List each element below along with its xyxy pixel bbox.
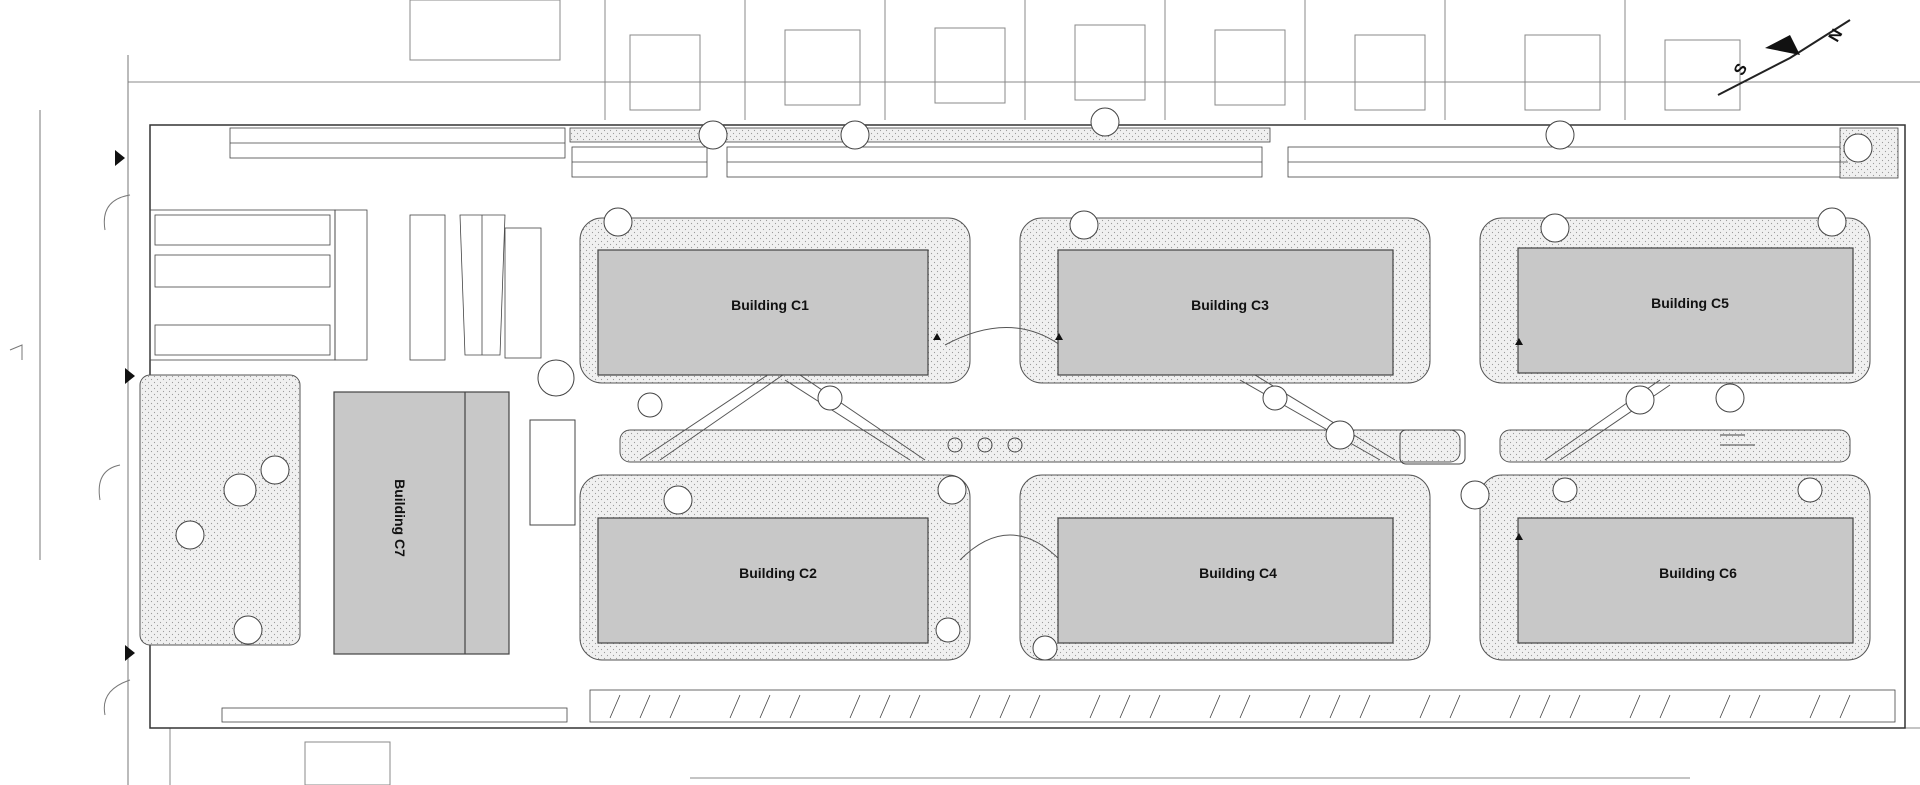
building-c5-label: Building C5 <box>1651 295 1729 311</box>
trees <box>175 107 1873 661</box>
building-c4-label: Building C4 <box>1199 565 1277 581</box>
compass-south-label: S <box>1731 61 1751 79</box>
building-c2: Building C2 <box>597 517 929 644</box>
building-c5: Building C5 <box>1517 247 1854 374</box>
building-c2-label: Building C2 <box>739 565 817 581</box>
building-c1: Building C1 <box>597 249 929 376</box>
entry-arrows <box>115 150 1523 661</box>
building-c6: Building C6 <box>1517 517 1854 644</box>
building-c6-label: Building C6 <box>1659 565 1737 581</box>
building-c3-label: Building C3 <box>1191 297 1269 313</box>
buildings: Building C1 Building C3 Building C5 Buil… <box>333 247 1854 655</box>
top-parking <box>229 127 1899 179</box>
left-street <box>9 55 131 785</box>
north-arrow-icon: S N <box>1717 19 1851 96</box>
neighbouring-lots-bottom <box>150 727 1920 785</box>
site-furniture <box>529 419 1755 526</box>
building-c7-label: Building C7 <box>392 479 408 557</box>
building-c7: Building C7 <box>333 391 510 655</box>
building-c1-label: Building C1 <box>731 297 809 313</box>
neighbouring-lots <box>128 0 1920 120</box>
bottom-parking <box>221 689 1896 723</box>
compass-north-label: N <box>1826 26 1847 45</box>
building-c4: Building C4 <box>1057 517 1394 644</box>
left-parking <box>149 209 542 361</box>
building-c3: Building C3 <box>1057 249 1394 376</box>
